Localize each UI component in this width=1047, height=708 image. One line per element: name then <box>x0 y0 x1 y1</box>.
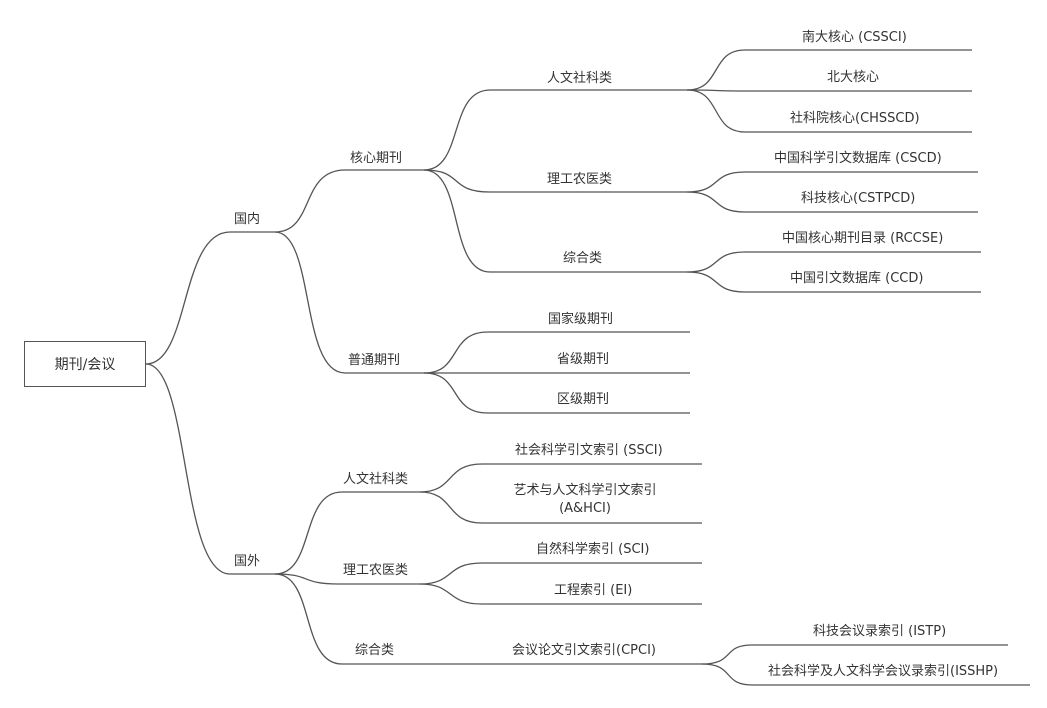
edge-foreign-science <box>274 573 420 585</box>
root-node[interactable]: 期刊/会议 <box>24 341 146 387</box>
edge-root-foreign <box>145 363 275 575</box>
edge-dhum-3 <box>686 89 972 133</box>
node-cpci[interactable]: 会议论文引文索引(CPCI) <box>512 643 656 658</box>
edge-dhum-2 <box>686 89 972 92</box>
edge-core-science <box>423 169 687 193</box>
edge-fhum-1 <box>419 463 702 493</box>
edge-dsci-1 <box>686 171 978 193</box>
edge-foreign-humanities <box>274 491 420 575</box>
node-foreign-science[interactable]: 理工农医类 <box>343 563 409 578</box>
edge-core-humanities <box>423 89 687 171</box>
leaf-rccse[interactable]: 中国核心期刊目录 (RCCSE) <box>782 231 944 246</box>
node-core-humanities[interactable]: 人文社科类 <box>547 71 613 86</box>
leaf-ccd[interactable]: 中国引文数据库 (CCD) <box>790 271 924 286</box>
node-foreign-general[interactable]: 综合类 <box>355 643 395 658</box>
edge-cpci-2 <box>701 663 1030 686</box>
node-ordinary-journals[interactable]: 普通期刊 <box>348 353 401 368</box>
leaf-isshp[interactable]: 社会科学及人文科学会议录索引(ISSHP) <box>768 664 999 679</box>
leaf-provincial-journal[interactable]: 省级期刊 <box>557 352 610 367</box>
edge-domestic-core <box>274 169 424 233</box>
edge-ord-3 <box>423 372 690 414</box>
node-domestic[interactable]: 国内 <box>234 212 261 227</box>
node-foreign[interactable]: 国外 <box>234 554 261 569</box>
edge-domestic-ordinary <box>274 231 424 374</box>
leaf-national-journal[interactable]: 国家级期刊 <box>548 312 614 327</box>
leaf-ei[interactable]: 工程索引 (EI) <box>554 583 633 598</box>
leaf-cscd[interactable]: 中国科学引文数据库 (CSCD) <box>774 151 942 166</box>
leaf-cstpcd[interactable]: 科技核心(CSTPCD) <box>801 191 916 206</box>
leaf-chsscd[interactable]: 社科院核心(CHSSCD) <box>790 111 920 126</box>
node-foreign-humanities[interactable]: 人文社科类 <box>343 472 409 487</box>
edge-ord-1 <box>423 331 690 374</box>
edge-fhum-2 <box>419 491 702 524</box>
mindmap-edges <box>145 49 1030 686</box>
leaf-istp[interactable]: 科技会议录索引 (ISTP) <box>813 624 947 639</box>
edge-foreign-general <box>274 573 420 665</box>
leaf-ahci[interactable]: 艺术与人文科学引文索引 (A&HCI) <box>513 483 657 516</box>
leaf-pku-core[interactable]: 北大核心 <box>827 70 880 85</box>
edge-core-general <box>423 169 687 273</box>
edge-dgen-1 <box>686 251 981 273</box>
edge-fsci-1 <box>419 562 702 585</box>
node-core-journals[interactable]: 核心期刊 <box>350 151 403 166</box>
edge-dsci-2 <box>686 191 978 213</box>
edge-dhum-1 <box>686 49 972 91</box>
leaf-cssci[interactable]: 南大核心 (CSSCI) <box>802 30 907 45</box>
leaf-ssci[interactable]: 社会科学引文索引 (SSCI) <box>515 443 663 458</box>
node-core-general[interactable]: 综合类 <box>563 251 603 266</box>
leaf-district-journal[interactable]: 区级期刊 <box>557 392 610 407</box>
edge-cpci-1 <box>701 644 1008 665</box>
edge-root-domestic <box>145 231 275 365</box>
node-core-science[interactable]: 理工农医类 <box>547 172 613 187</box>
edge-fsci-2 <box>419 583 702 605</box>
edge-dgen-2 <box>686 271 981 293</box>
leaf-sci[interactable]: 自然科学索引 (SCI) <box>536 542 650 557</box>
